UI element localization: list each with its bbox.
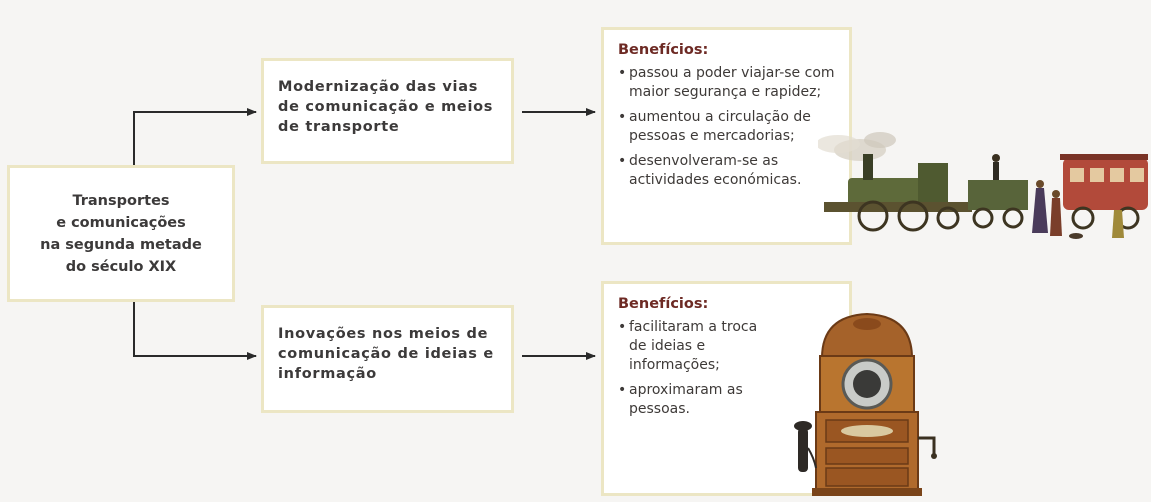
benefit-item: facilitaram a troca de ideias e informaç… bbox=[618, 318, 839, 375]
benefit-item: passou a poder viajar-se com maior segur… bbox=[618, 64, 839, 102]
benefit-item: aproximaram as pessoas. bbox=[618, 381, 839, 419]
root-node: Transportes e comunicações na segunda me… bbox=[7, 165, 235, 302]
antique-telephone-icon bbox=[794, 312, 937, 496]
branch-node-transport: Modernização das vias de comunicação e m… bbox=[261, 58, 514, 164]
benefits-list: facilitaram a troca de ideias e informaç… bbox=[618, 318, 839, 419]
steam-train-icon bbox=[818, 132, 1148, 239]
benefits-box-transport: Benefícios: passou a poder viajar-se com… bbox=[601, 27, 852, 245]
benefits-list: passou a poder viajar-se com maior segur… bbox=[618, 64, 839, 190]
benefits-box-communication: Benefícios: facilitaram a troca de ideia… bbox=[601, 281, 852, 496]
benefits-title: Benefícios: bbox=[618, 296, 709, 312]
root-title: Transportes e comunicações na segunda me… bbox=[40, 192, 202, 275]
connector-root-to-bottom bbox=[133, 302, 257, 360]
branch-label-communication: Inovações nos meios de comunicação de id… bbox=[278, 326, 494, 382]
benefits-title: Benefícios: bbox=[618, 42, 709, 58]
benefit-item: desenvolveram-se as actividades económic… bbox=[618, 152, 839, 190]
branch-label-transport: Modernização das vias de comunicação e m… bbox=[278, 79, 494, 135]
benefit-item: aumentou a circulação de pessoas e merca… bbox=[618, 108, 839, 146]
branch-node-communication: Inovações nos meios de comunicação de id… bbox=[261, 305, 514, 413]
connector-root-to-top bbox=[133, 108, 257, 165]
